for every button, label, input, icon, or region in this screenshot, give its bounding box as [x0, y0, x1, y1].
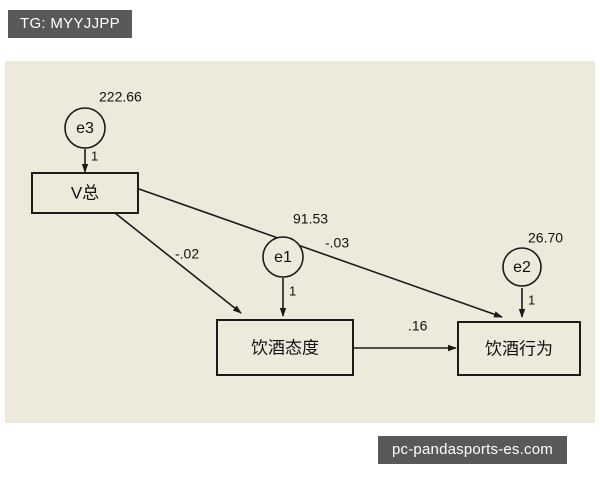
- path-v-total-to-drinking-behavior: [138, 188, 503, 318]
- variable-box-drinking-behavior-label: 饮酒行为: [485, 339, 553, 358]
- path-diagram-svg: e3 222.66 1 V总 -.02 -.03 e1 91.53 1 饮酒态度…: [31, 89, 581, 376]
- variable-box-v-total-label: V总: [71, 183, 99, 202]
- error-node-e3: [64, 107, 106, 149]
- path-v-total-to-drinking-attitude: [114, 212, 242, 314]
- variable-box-drinking-attitude-label: 饮酒态度: [251, 338, 319, 357]
- site-watermark: pc-pandasports-es.com: [378, 436, 567, 464]
- error-node-e3-loading: 1: [91, 148, 98, 163]
- variable-box-drinking-attitude: [216, 319, 354, 376]
- error-node-e1-loading: 1: [289, 283, 296, 298]
- coefficient-v-total-to-drinking-attitude: -.02: [175, 246, 199, 262]
- tag-badge: TG: MYYJJPP: [8, 10, 132, 38]
- error-node-e1-label: e1: [274, 249, 292, 266]
- error-node-e3-variance: 222.66: [99, 89, 142, 105]
- coefficient-drinking-attitude-to-drinking-behavior: .16: [408, 318, 428, 334]
- error-node-e2-variance: 26.70: [528, 230, 563, 246]
- diagram-panel: e3 222.66 1 V总 -.02 -.03 e1 91.53 1 饮酒态度…: [5, 61, 595, 423]
- coefficient-v-total-to-drinking-behavior: -.03: [325, 235, 349, 251]
- variable-box-v-total: [31, 172, 139, 214]
- error-node-e2-label: e2: [513, 259, 531, 276]
- error-node-e3-label: e3: [76, 120, 94, 137]
- error-node-e2-loading: 1: [528, 292, 535, 307]
- error-node-e2: [502, 247, 542, 287]
- variable-box-drinking-behavior: [457, 321, 581, 376]
- error-node-e1: [262, 236, 304, 278]
- error-node-e1-variance: 91.53: [293, 211, 328, 227]
